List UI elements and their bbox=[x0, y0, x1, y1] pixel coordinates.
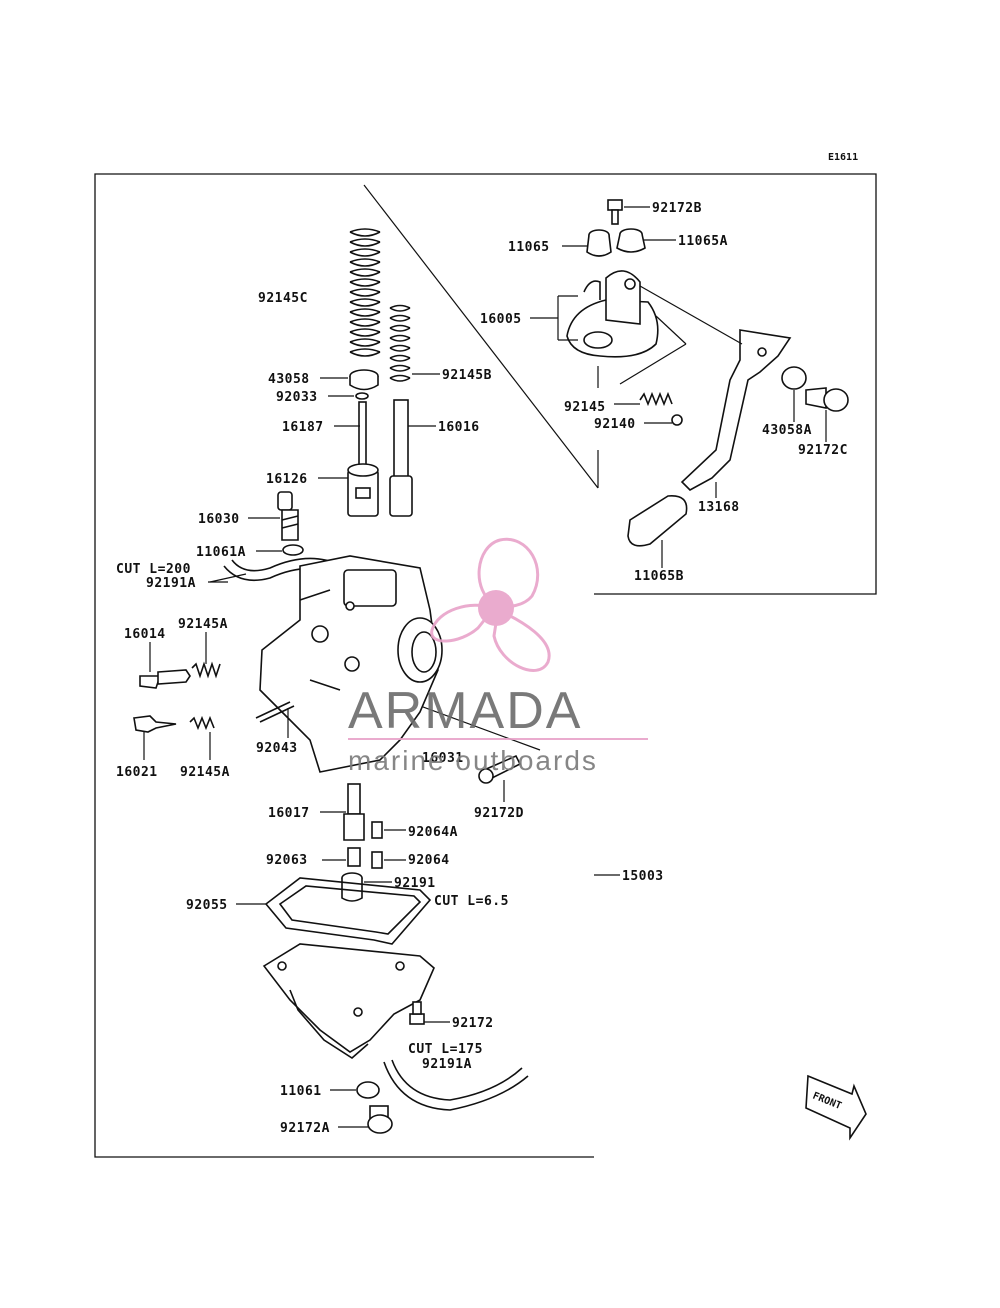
fuel-inlet-16030 bbox=[277, 491, 299, 541]
label-16017: 16017 bbox=[268, 806, 310, 821]
label-92064: 92064 bbox=[408, 853, 450, 868]
float-bowl-15003 bbox=[262, 943, 435, 1059]
gasket-92055 bbox=[264, 877, 432, 945]
label-16030: 16030 bbox=[198, 512, 240, 527]
screw-92172 bbox=[409, 1001, 425, 1025]
cap-11065A bbox=[616, 228, 646, 253]
label-16014: 16014 bbox=[124, 627, 166, 642]
washer-43058A bbox=[781, 366, 807, 390]
leader-lines bbox=[143, 206, 827, 1128]
label-92172: 92172 bbox=[452, 1016, 494, 1031]
label-11061: 11061 bbox=[280, 1084, 322, 1099]
label-92063: 92063 bbox=[266, 853, 308, 868]
spring-92145B bbox=[389, 304, 411, 382]
label-92191A-bot: 92191A bbox=[422, 1057, 472, 1072]
label-43058A: 43058A bbox=[762, 423, 812, 438]
bolt-92172C bbox=[805, 387, 849, 412]
label-cut-175: CUT L=175 bbox=[408, 1042, 483, 1057]
label-92145C: 92145C bbox=[258, 291, 308, 306]
spring-92145A-top bbox=[191, 661, 221, 679]
screw-16021 bbox=[133, 715, 177, 733]
label-92172B: 92172B bbox=[652, 201, 702, 216]
label-92033: 92033 bbox=[276, 390, 318, 405]
gasket-11061A bbox=[282, 544, 304, 556]
pilot-screw-16014 bbox=[139, 669, 191, 689]
diagram-code: E1611 bbox=[828, 152, 858, 163]
label-92191A-top: 92191A bbox=[146, 576, 196, 591]
main-jet-holder-16017 bbox=[343, 783, 365, 841]
label-43058: 43058 bbox=[268, 372, 310, 387]
label-11065: 11065 bbox=[508, 240, 550, 255]
spring-92145 bbox=[639, 391, 673, 407]
propeller-logo-icon bbox=[430, 537, 551, 672]
label-16021: 16021 bbox=[116, 765, 158, 780]
label-16126: 16126 bbox=[266, 472, 308, 487]
bracket-16005 bbox=[566, 270, 659, 358]
retainer-43058 bbox=[349, 369, 379, 391]
label-13168: 13168 bbox=[698, 500, 740, 515]
hose-92191A-bot bbox=[383, 1059, 529, 1111]
label-92145A-bot: 92145A bbox=[180, 765, 230, 780]
plug-92064 bbox=[371, 851, 383, 869]
label-11065B: 11065B bbox=[634, 569, 684, 584]
watermark-tagline: marine outboards bbox=[348, 745, 598, 776]
screw-92172B bbox=[607, 199, 623, 225]
lever-13168 bbox=[680, 329, 792, 491]
label-92172D: 92172D bbox=[474, 806, 524, 821]
label-16005: 16005 bbox=[480, 312, 522, 327]
gasket-11061 bbox=[356, 1081, 380, 1099]
plug-92064A bbox=[371, 821, 383, 839]
needle-16187 bbox=[358, 401, 367, 473]
drain-screw-92172A bbox=[367, 1105, 393, 1134]
label-92145: 92145 bbox=[564, 400, 606, 415]
cap-11065 bbox=[586, 229, 612, 257]
label-16031: 16031 bbox=[422, 751, 464, 766]
ball-92140 bbox=[671, 414, 683, 426]
label-92140: 92140 bbox=[594, 417, 636, 432]
lever-cover-11065B bbox=[627, 495, 688, 547]
diagram-frame bbox=[94, 173, 877, 1158]
label-cut-6-5: CUT L=6.5 bbox=[434, 894, 509, 909]
spring-92145C bbox=[349, 228, 381, 357]
bolt-92172D bbox=[478, 754, 522, 784]
label-16016: 16016 bbox=[438, 420, 480, 435]
label-92172A: 92172A bbox=[280, 1121, 330, 1136]
watermark-brand: ARMADA bbox=[348, 682, 582, 740]
front-arrow-icon: FRONT bbox=[805, 1074, 867, 1141]
throttle-slide-16126 bbox=[347, 463, 379, 517]
label-92043: 92043 bbox=[256, 741, 298, 756]
label-92145B: 92145B bbox=[442, 368, 492, 383]
label-11061A: 11061A bbox=[196, 545, 246, 560]
label-16187: 16187 bbox=[282, 420, 324, 435]
jet-92063 bbox=[347, 847, 361, 867]
label-92055: 92055 bbox=[186, 898, 228, 913]
choke-plunger-16016 bbox=[389, 399, 413, 517]
label-92172C: 92172C bbox=[798, 443, 848, 458]
clip-92033 bbox=[355, 392, 369, 400]
label-92145A-top: 92145A bbox=[178, 617, 228, 632]
spring-92145A-bot bbox=[189, 715, 215, 731]
linkage-lines bbox=[619, 285, 743, 385]
part-labels: 92172B 11065 11065A 16005 92145C 43058 9… bbox=[116, 201, 848, 1136]
label-92064A: 92064A bbox=[408, 825, 458, 840]
tube-92191 bbox=[341, 872, 363, 902]
label-11065A: 11065A bbox=[678, 234, 728, 249]
label-92191: 92191 bbox=[394, 876, 436, 891]
label-cut-200: CUT L=200 bbox=[116, 562, 191, 577]
label-15003: 15003 bbox=[622, 869, 664, 884]
armada-watermark: ARMADA marine outboards bbox=[348, 537, 648, 776]
